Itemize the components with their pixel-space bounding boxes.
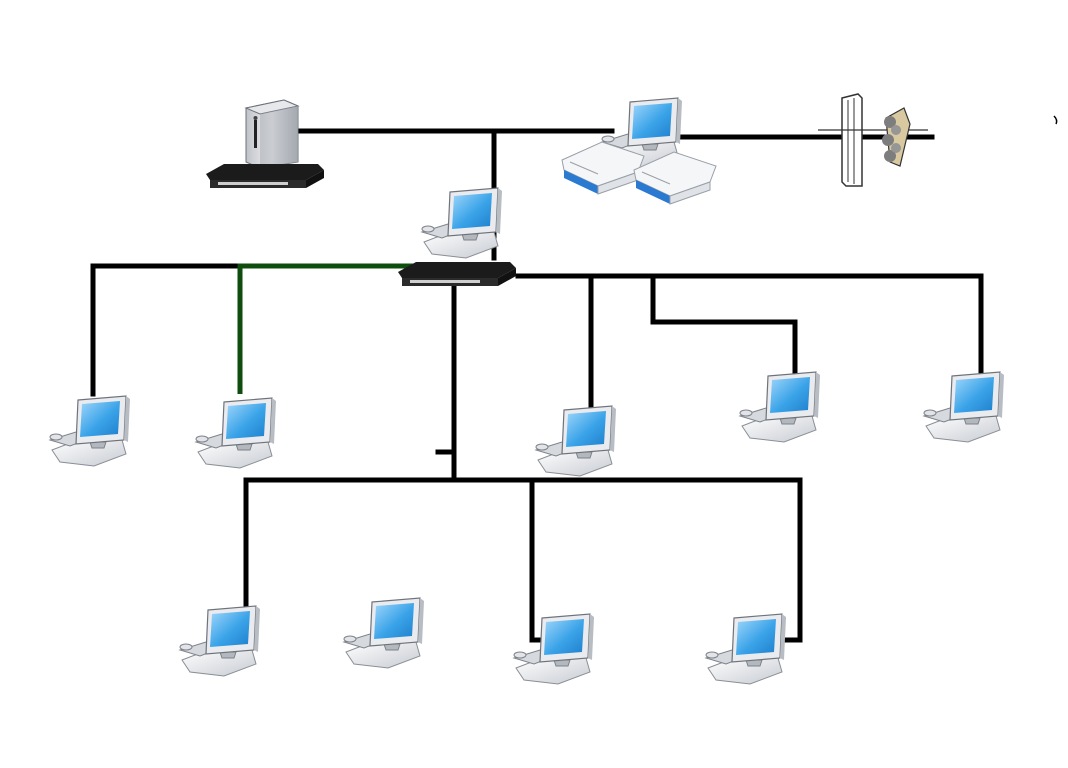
link-hub-pc-1 — [90, 263, 398, 397]
firewall-icon[interactable] — [818, 93, 928, 187]
link-hub-pc-4 — [650, 273, 798, 377]
desktop-computer-icon[interactable] — [421, 187, 503, 259]
desktop-computer-icon[interactable] — [705, 613, 787, 685]
desktop-computer-icon[interactable] — [195, 397, 277, 469]
cable-end-icon — [1053, 115, 1058, 125]
desktop-computer-icon[interactable] — [923, 371, 1005, 443]
desktop-computer-icon[interactable] — [513, 613, 595, 685]
link-lower-bus — [243, 477, 803, 643]
link-hub-right-bus — [515, 273, 984, 377]
network-switch-icon[interactable] — [398, 262, 516, 286]
desktop-computer-icon[interactable] — [343, 597, 425, 669]
link-hub-pc-2 — [237, 263, 460, 394]
desktop-computer-icon[interactable] — [49, 395, 131, 467]
network-switch-icon[interactable] — [206, 164, 324, 188]
desktop-computer-icon[interactable] — [739, 371, 821, 443]
link-bus-pc-8 — [529, 477, 549, 643]
network-links — [90, 128, 984, 655]
desktop-computer-icon[interactable] — [179, 605, 261, 677]
server-tower-icon[interactable] — [244, 99, 300, 169]
desktop-computer-icon[interactable] — [535, 405, 617, 477]
